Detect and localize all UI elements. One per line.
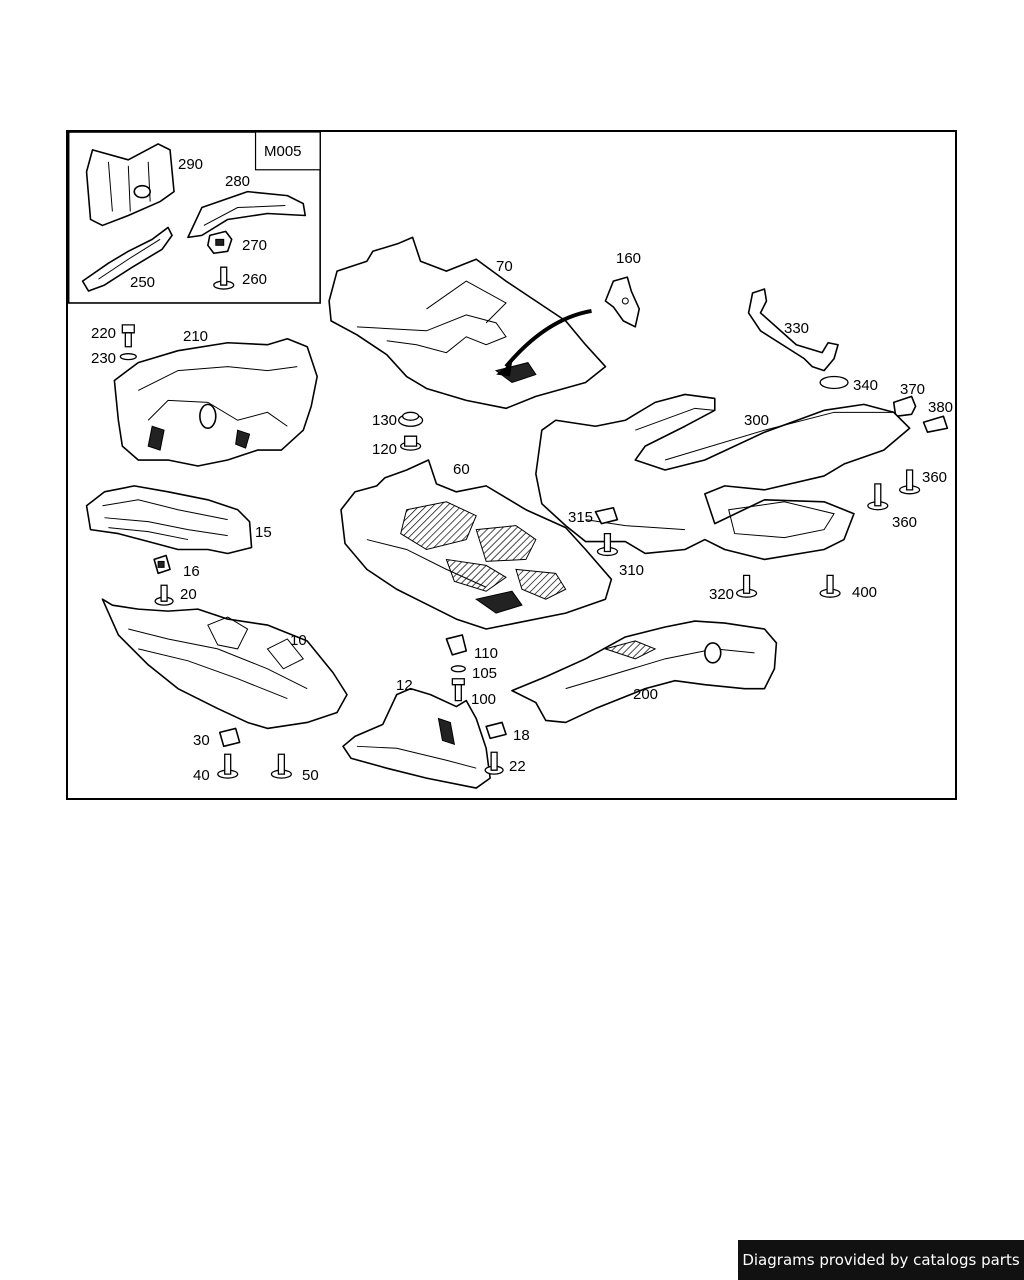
part-10-front-panel[interactable] bbox=[101, 598, 348, 730]
callout-310: 310 bbox=[619, 562, 645, 579]
part-50-screw[interactable] bbox=[270, 753, 292, 779]
part-40-screw[interactable] bbox=[217, 753, 239, 779]
callout-200: 200 bbox=[633, 686, 659, 703]
callout-60: 60 bbox=[453, 461, 470, 478]
part-290-shield[interactable] bbox=[85, 143, 175, 227]
callout-400: 400 bbox=[852, 584, 878, 601]
callout-120: 120 bbox=[372, 441, 398, 458]
part-330-strap[interactable] bbox=[747, 288, 839, 372]
part-380-clip[interactable] bbox=[922, 415, 949, 433]
inset-box bbox=[68, 132, 321, 304]
exploded-parts-drawing bbox=[68, 132, 949, 789]
part-360-screw-a[interactable] bbox=[899, 469, 921, 495]
callout-100: 100 bbox=[471, 691, 497, 708]
callout-315: 315 bbox=[568, 509, 594, 526]
part-12-front-spoiler[interactable] bbox=[342, 687, 491, 789]
parts-diagram-frame: M005 290 280 270 260 250 70 160 330 340 … bbox=[66, 130, 957, 800]
callout-330: 330 bbox=[784, 320, 810, 337]
part-200-rear-shield[interactable] bbox=[511, 620, 778, 724]
part-30-clip[interactable] bbox=[218, 727, 241, 748]
part-16-clip[interactable] bbox=[153, 554, 171, 575]
part-320-screw[interactable] bbox=[736, 574, 758, 598]
callout-130: 130 bbox=[372, 412, 398, 429]
callout-340: 340 bbox=[853, 377, 879, 394]
callout-20: 20 bbox=[180, 586, 197, 603]
part-15-shield[interactable] bbox=[85, 485, 253, 555]
callout-15: 15 bbox=[255, 524, 272, 541]
callout-22: 22 bbox=[509, 758, 526, 775]
callout-18: 18 bbox=[513, 727, 530, 744]
callout-210: 210 bbox=[183, 328, 209, 345]
part-70-panel[interactable] bbox=[328, 236, 607, 410]
part-130-grommet[interactable] bbox=[398, 411, 424, 427]
callout-300: 300 bbox=[744, 412, 770, 429]
callout-280: 280 bbox=[225, 173, 251, 190]
callout-290: 290 bbox=[178, 156, 204, 173]
callout-110: 110 bbox=[474, 645, 498, 662]
part-20-screw[interactable] bbox=[154, 584, 174, 606]
part-310-screw[interactable] bbox=[596, 532, 619, 557]
callout-380: 380 bbox=[928, 399, 954, 416]
part-270-clip[interactable] bbox=[207, 230, 233, 255]
callout-16: 16 bbox=[183, 563, 200, 580]
part-400-screw[interactable] bbox=[819, 574, 841, 598]
callout-320: 320 bbox=[709, 586, 735, 603]
callout-270: 270 bbox=[242, 237, 268, 254]
callout-50: 50 bbox=[302, 767, 319, 784]
callout-12: 12 bbox=[396, 677, 413, 694]
part-340-washer[interactable] bbox=[819, 375, 849, 390]
callout-220: 220 bbox=[91, 325, 117, 342]
part-250-bracket[interactable] bbox=[81, 226, 173, 292]
catalog-credit-badge: Diagrams provided by catalogs parts bbox=[738, 1240, 1024, 1280]
callout-10: 10 bbox=[290, 632, 307, 649]
part-300-underbody-frame[interactable] bbox=[535, 393, 911, 561]
part-100-bolt[interactable] bbox=[451, 678, 465, 702]
callout-40: 40 bbox=[193, 767, 210, 784]
part-260-screw[interactable] bbox=[213, 266, 235, 290]
part-370-clip[interactable] bbox=[892, 395, 917, 418]
inset-code-label: M005 bbox=[264, 143, 302, 160]
callout-360-b: 360 bbox=[892, 514, 918, 531]
part-280-bracket[interactable] bbox=[187, 190, 307, 239]
callout-105: 105 bbox=[472, 665, 498, 682]
callout-360-a: 360 bbox=[922, 469, 948, 486]
callout-230: 230 bbox=[91, 350, 117, 367]
part-210-engine-shield[interactable] bbox=[113, 337, 318, 467]
part-220-bolt[interactable] bbox=[121, 324, 135, 348]
part-105-washer[interactable] bbox=[450, 665, 466, 673]
part-315-clip[interactable] bbox=[594, 506, 619, 525]
part-120-nut[interactable] bbox=[400, 435, 422, 451]
callout-260: 260 bbox=[242, 271, 268, 288]
part-18-clip[interactable] bbox=[485, 721, 507, 740]
callout-160: 160 bbox=[616, 250, 642, 267]
part-360-screw-b[interactable] bbox=[867, 483, 889, 511]
callout-250: 250 bbox=[130, 274, 156, 291]
part-60-panel[interactable] bbox=[340, 459, 613, 630]
callout-370: 370 bbox=[900, 381, 926, 398]
part-22-screw[interactable] bbox=[484, 751, 504, 775]
part-160-bracket[interactable] bbox=[604, 276, 641, 328]
callout-30: 30 bbox=[193, 732, 210, 749]
callout-70: 70 bbox=[496, 258, 513, 275]
part-110-clip[interactable] bbox=[445, 634, 468, 656]
part-230-washer[interactable] bbox=[119, 353, 137, 361]
